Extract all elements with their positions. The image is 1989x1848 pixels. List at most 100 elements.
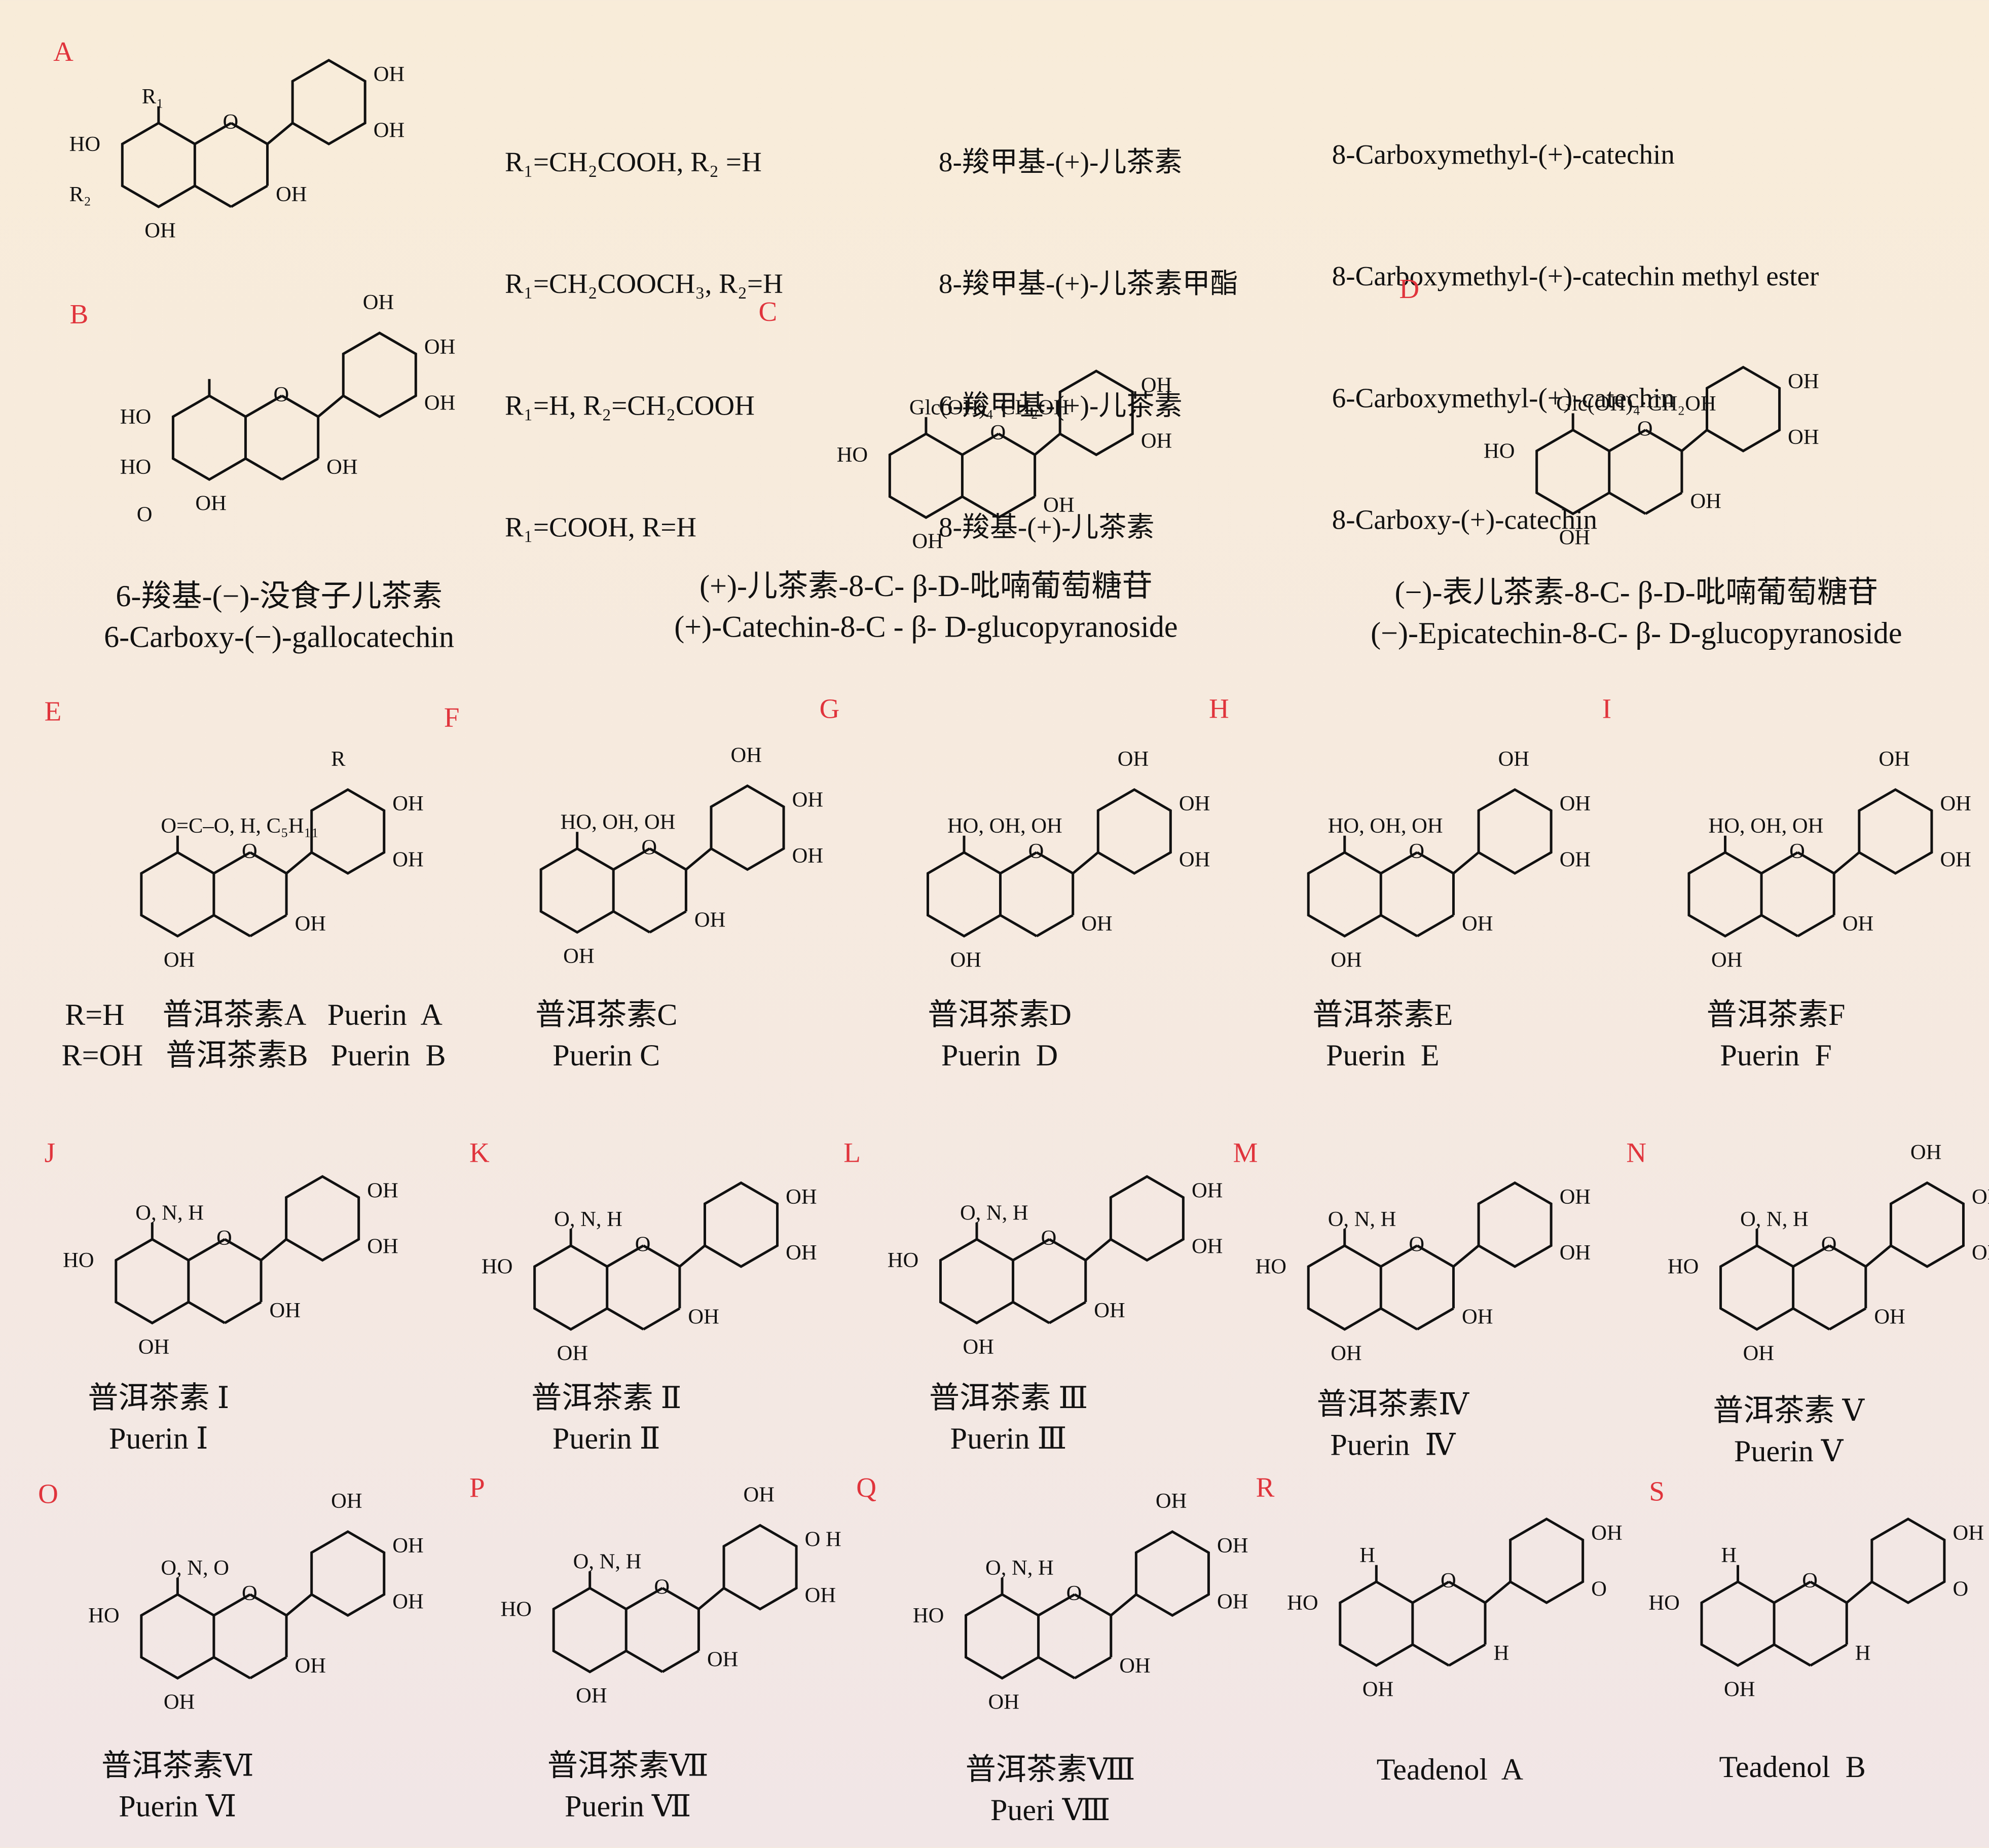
ring-b-link xyxy=(317,394,344,418)
compound-caption: Puerin C xyxy=(552,1040,660,1074)
atom-label: OH xyxy=(786,1185,817,1209)
ring-c-bond xyxy=(213,1593,251,1617)
compound-caption: Puerin Ⅱ xyxy=(552,1423,660,1456)
atom-label: OH xyxy=(270,1299,301,1322)
ring-a xyxy=(1535,428,1611,515)
atom-label: OH xyxy=(1217,1590,1248,1613)
compound-name-en: 8-Carboxymethyl-(+)-catechin xyxy=(1332,138,1675,170)
atom-label: OH xyxy=(1141,373,1172,397)
ring-a xyxy=(539,847,615,934)
compound-caption: 普洱茶素F xyxy=(1706,1000,1846,1033)
compound-caption: Puerin F xyxy=(1720,1040,1832,1074)
compound-caption: R=H 普洱茶素A Puerin A xyxy=(65,1000,443,1033)
ring-b-link xyxy=(1833,851,1860,874)
substituent-row: R₁=H, R₂=CH₂COOH xyxy=(505,389,755,421)
ring-b-link xyxy=(1110,1593,1137,1616)
compound-caption: Teadenol B xyxy=(1719,1752,1866,1785)
atom-label: OH xyxy=(138,1335,169,1359)
atom-label: Glc(OH)₄·CH₂OH xyxy=(909,395,1070,419)
ring-c-bond xyxy=(1012,1238,1050,1262)
atom-label: H xyxy=(1494,1641,1509,1665)
atom-label: OH xyxy=(1141,429,1172,453)
panel-letter: S xyxy=(1649,1475,1665,1507)
atom-label: O xyxy=(1591,1577,1607,1601)
panel-letter: M xyxy=(1233,1136,1258,1168)
compound-caption: Puerin Ⅵ xyxy=(119,1791,237,1824)
panel-letter: G xyxy=(819,692,840,724)
compound-caption: 普洱茶素 Ⅲ xyxy=(929,1382,1088,1416)
compound-caption: 普洱茶素 Ⅴ xyxy=(1713,1395,1865,1428)
panel-letter: A xyxy=(53,35,73,67)
ring-c-bond xyxy=(1074,1656,1112,1680)
ring-c-bond xyxy=(649,847,687,871)
panel-letter: B xyxy=(69,298,89,330)
atom-label: HO xyxy=(1287,1591,1318,1615)
ring-c-bond xyxy=(649,910,687,934)
atom-label: R₂ xyxy=(69,182,91,206)
atom-label: H xyxy=(1721,1543,1737,1567)
atom-label: OH xyxy=(374,118,404,142)
panel-letter: P xyxy=(469,1471,485,1503)
atom-label: OH xyxy=(576,1684,607,1708)
ring-c-bond xyxy=(1760,851,1798,875)
atom-label: OH xyxy=(786,1241,817,1265)
ring-c-bond xyxy=(1760,914,1798,938)
ring-c-bond xyxy=(1608,492,1646,515)
panel-letter: O xyxy=(38,1477,58,1510)
atom-label: O, N, H xyxy=(1328,1207,1396,1231)
ring-c-bond xyxy=(1810,1580,1848,1604)
atom-label: O xyxy=(274,383,289,406)
atom-label: OH xyxy=(563,944,594,968)
atom-label: O xyxy=(242,1581,257,1605)
panel-letter: K xyxy=(469,1136,490,1168)
ring-c-bond xyxy=(1048,1238,1086,1262)
ring-b-link xyxy=(1452,1244,1480,1268)
atom-label: OH xyxy=(424,335,455,359)
ring-b xyxy=(1109,1175,1185,1262)
atom-label: OH xyxy=(1874,1305,1905,1329)
ring-c-bond xyxy=(188,1238,226,1262)
atom-label: OH xyxy=(1331,1341,1361,1365)
atom-label: HO xyxy=(837,443,868,467)
ring-c-bond xyxy=(962,432,1000,456)
ring-b xyxy=(1096,788,1172,875)
atom-label: O xyxy=(137,503,153,527)
atom-label: OH xyxy=(144,218,175,242)
panel-letter: F xyxy=(444,701,460,733)
atom-label: OH xyxy=(1179,792,1210,816)
atom-label: O xyxy=(1953,1577,1969,1601)
compound-caption: 普洱茶素Ⅳ xyxy=(1316,1389,1469,1422)
ring-c-bond xyxy=(281,394,319,418)
compound-caption: (+)-儿茶素-8-C- β-D-吡喃葡萄糖苷 xyxy=(699,571,1153,604)
atom-label: OH xyxy=(424,391,455,415)
atom-label: HO xyxy=(913,1604,944,1628)
atom-label: OH xyxy=(1972,1241,1989,1265)
atom-label: OH xyxy=(1156,1489,1187,1513)
atom-label: OH xyxy=(1362,1677,1393,1701)
ring-c-bond xyxy=(1416,1307,1454,1330)
ring-b xyxy=(342,331,417,418)
atom-label: OH xyxy=(1462,912,1493,936)
atom-label: R₁ xyxy=(142,85,164,108)
atom-label: OH xyxy=(1940,792,1971,816)
compound-caption: 普洱茶素D xyxy=(928,1000,1072,1033)
atom-label: O xyxy=(1066,1581,1082,1605)
atom-label: Glc(OH)₄·CH₂OH xyxy=(1556,392,1716,416)
ring-c-bond xyxy=(1608,429,1646,452)
atom-label: HO xyxy=(501,1597,532,1621)
atom-label: O xyxy=(223,110,238,134)
ring-c-bond xyxy=(661,1649,699,1673)
atom-label: HO xyxy=(1648,1591,1679,1615)
compound-caption: Pueri Ⅷ xyxy=(990,1795,1111,1828)
atom-label: HO, OH, OH xyxy=(1328,814,1443,838)
atom-label: HO, OH, OH xyxy=(947,814,1062,838)
atom-label: OH xyxy=(374,62,404,86)
atom-label: O xyxy=(654,1575,670,1599)
ring-b xyxy=(1858,788,1933,875)
atom-label: HO xyxy=(63,1248,94,1272)
ring-b xyxy=(1870,1517,1946,1604)
